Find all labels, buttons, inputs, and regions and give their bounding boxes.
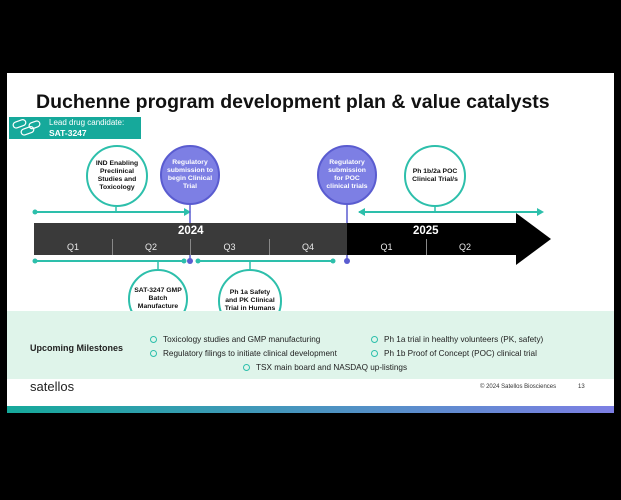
guide-arrowhead <box>537 208 544 216</box>
circle-bullet-icon <box>371 350 378 357</box>
quarter-divider <box>190 239 191 255</box>
quarter-label: Q2 <box>458 242 471 252</box>
event-regulatory-submission-clinical: Regulatory submission to begin Clinical … <box>160 145 220 205</box>
quarter-label: Q4 <box>301 242 314 252</box>
milestone-text: Ph 1a trial in healthy volunteers (PK, s… <box>384 335 544 344</box>
company-logo: satellos <box>30 379 75 394</box>
year-label-2025: 2025 <box>413 225 439 237</box>
milestone-text: Toxicology studies and GMP manufacturing <box>163 335 321 344</box>
upcoming-milestones-panel: Upcoming Milestones Toxicology studies a… <box>7 311 614 379</box>
milestone-text: Regulatory filings to initiate clinical … <box>163 349 337 358</box>
stem-dot <box>187 258 193 264</box>
slide-title: Duchenne program development plan & valu… <box>36 91 550 113</box>
event-ph1b-2a-poc: Ph 1b/2a POC Clinical Trial/s <box>404 145 466 207</box>
circle-bullet-icon <box>371 336 378 343</box>
page-number: 13 <box>578 384 585 390</box>
milestone-item: Regulatory filings to initiate clinical … <box>150 349 337 358</box>
guide-endpoint <box>181 258 187 264</box>
circle-bullet-icon <box>150 350 157 357</box>
milestone-item: Toxicology studies and GMP manufacturing <box>150 335 320 344</box>
guide-arrowhead <box>358 208 365 216</box>
event-ind-enabling: IND Enabling Preclinical Studies and Tox… <box>86 145 148 207</box>
year-label-2024: 2024 <box>178 225 204 237</box>
milestone-item: Ph 1b Proof of Concept (POC) clinical tr… <box>371 349 537 358</box>
lead-drug-name: SAT-3247 <box>49 128 87 138</box>
milestone-item: TSX main board and NASDAQ up-listings <box>243 363 407 372</box>
footer-gradient-strip <box>7 406 614 413</box>
capsules-icon <box>12 119 41 136</box>
guide-endpoint <box>195 258 201 264</box>
quarter-divider <box>426 239 427 255</box>
lead-drug-banner: Lead drug candidate: SAT-3247 <box>9 117 141 139</box>
copyright-text: © 2024 Satellos Biosciences <box>480 384 557 390</box>
quarter-label: Q3 <box>223 242 236 252</box>
quarter-divider <box>269 239 270 255</box>
lead-drug-label: Lead drug candidate: <box>49 118 125 127</box>
timeline-bar-2025 <box>347 223 517 255</box>
quarter-label: Q2 <box>144 242 157 252</box>
guide-arrowhead <box>184 208 191 216</box>
milestone-text: TSX main board and NASDAQ up-listings <box>256 363 408 372</box>
timeline-connectors <box>32 203 544 269</box>
milestone-text: Ph 1b Proof of Concept (POC) clinical tr… <box>384 349 537 358</box>
quarter-divider <box>112 239 113 255</box>
guide-endpoint <box>32 209 38 215</box>
circle-bullet-icon <box>150 336 157 343</box>
quarter-label: Q1 <box>66 242 79 252</box>
guide-endpoint <box>32 258 38 264</box>
stem-dot <box>344 258 350 264</box>
guide-endpoint <box>330 258 336 264</box>
circle-bullet-icon <box>243 364 250 371</box>
slide: Duchenne program development plan & valu… <box>7 73 614 413</box>
event-regulatory-submission-poc: Regulatory submission for POC clinical t… <box>317 145 377 205</box>
quarter-label: Q1 <box>380 242 393 252</box>
milestone-item: Ph 1a trial in healthy volunteers (PK, s… <box>371 335 543 344</box>
timeline-arrowhead <box>516 213 551 265</box>
milestones-title: Upcoming Milestones <box>30 343 124 353</box>
